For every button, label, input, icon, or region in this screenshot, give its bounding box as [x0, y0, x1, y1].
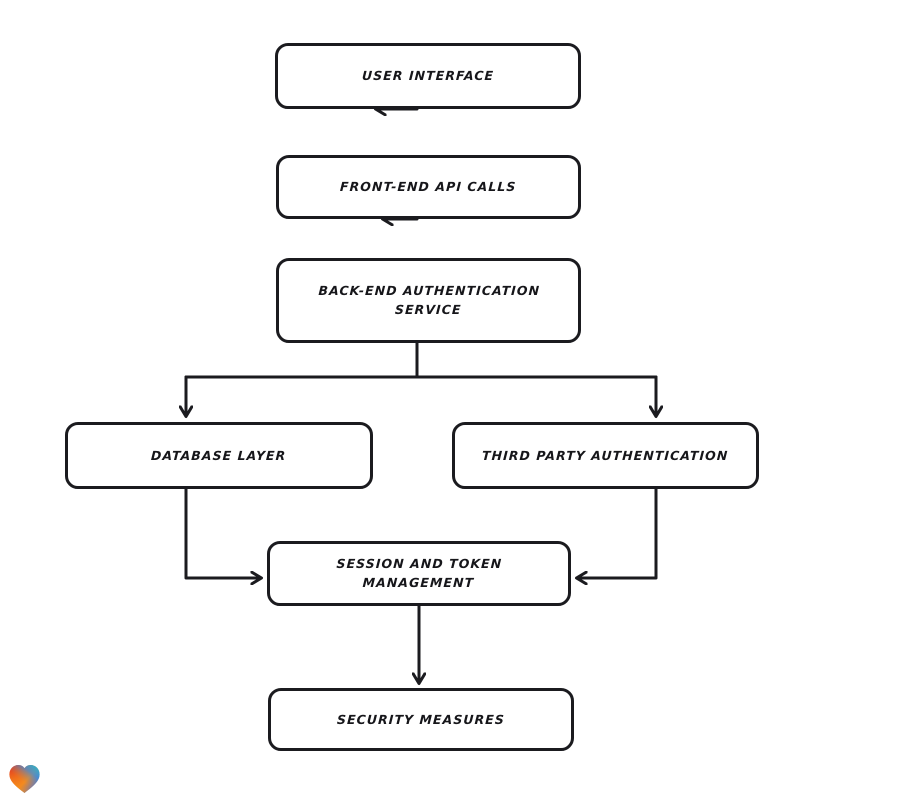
node-frontend-api-calls[interactable]: Front-End API Calls [276, 155, 581, 219]
node-label: Back-End Authentication Service [317, 283, 541, 318]
node-database-layer[interactable]: Database Layer [65, 422, 373, 489]
node-security-measures[interactable]: Security Measures [268, 688, 574, 751]
node-label: Session and Token Management [336, 556, 503, 591]
heart-icon [9, 764, 40, 793]
node-label: Front-End API Calls [339, 179, 518, 195]
node-third-party-authentication[interactable]: Third Party Authentication [452, 422, 759, 489]
edge-database-to-session [184, 487, 261, 578]
node-user-interface[interactable]: User Interface [275, 43, 581, 109]
node-backend-authentication-service[interactable]: Back-End Authentication Service [276, 258, 581, 343]
node-label: Security Measures [336, 711, 506, 727]
node-label: Third Party Authentication [481, 447, 730, 463]
node-label: Database Layer [150, 447, 288, 463]
node-label: User Interface [361, 68, 495, 84]
node-session-and-token-management[interactable]: Session and Token Management [267, 541, 571, 606]
edge-thirdparty-to-session [577, 487, 658, 578]
